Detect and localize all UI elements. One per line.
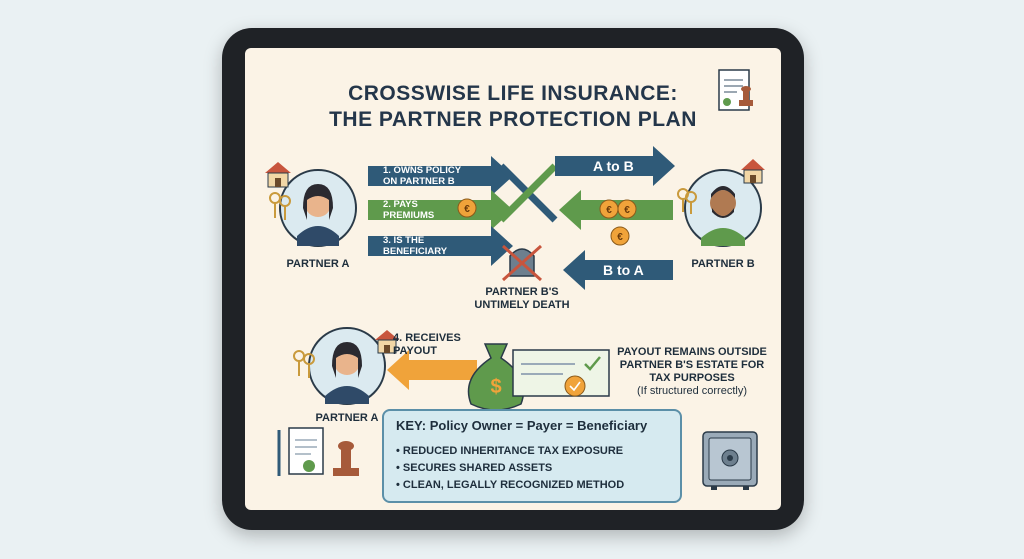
a-to-b-label: A to B bbox=[593, 158, 634, 174]
key-item: • REDUCED INHERITANCE TAX EXPOSURE bbox=[396, 445, 624, 457]
svg-text:$: $ bbox=[490, 376, 501, 398]
tablet-frame: CROSSWISE LIFE INSURANCE: THE PARTNER PR… bbox=[222, 28, 804, 530]
house-icon bbox=[375, 330, 399, 354]
partner-b-label: PARTNER B bbox=[691, 258, 755, 270]
partner-b-avatar bbox=[684, 169, 762, 247]
keys-icon bbox=[293, 350, 315, 378]
key-title: KEY: Policy Owner = Payer = Beneficiary bbox=[396, 418, 648, 433]
key-item: • SECURES SHARED ASSETS bbox=[396, 462, 553, 474]
title-line-1: CROSSWISE LIFE INSURANCE: bbox=[348, 82, 678, 105]
svg-text:€: € bbox=[617, 232, 623, 243]
payout-note: PAYOUT REMAINS OUTSIDE PARTNER B'S ESTAT… bbox=[617, 346, 767, 397]
partner-a-bottom-label: PARTNER A bbox=[315, 412, 379, 424]
house-icon bbox=[741, 159, 765, 184]
key-box: KEY: Policy Owner = Payer = Beneficiary … bbox=[382, 409, 682, 503]
partner-a-label: PARTNER A bbox=[286, 258, 350, 270]
partner-a-bottom-avatar bbox=[308, 327, 386, 405]
document-stamp-icon bbox=[277, 427, 359, 476]
keys-icon bbox=[677, 188, 697, 214]
document-stamp-icon bbox=[718, 69, 753, 111]
cheque-icon bbox=[512, 349, 610, 397]
title-line-2: THE PARTNER PROTECTION PLAN bbox=[329, 108, 697, 131]
svg-text:€: € bbox=[464, 204, 470, 215]
partner-a-avatar bbox=[279, 169, 357, 247]
keys-icon bbox=[269, 192, 291, 220]
house-icon bbox=[265, 162, 291, 188]
safe-icon bbox=[702, 431, 758, 490]
headstone-icon bbox=[501, 244, 543, 282]
diagram-graphics: € € € € bbox=[265, 69, 765, 490]
key-item: • CLEAN, LEGALLY RECOGNIZED METHOD bbox=[396, 479, 625, 491]
svg-text:€: € bbox=[624, 205, 630, 216]
svg-text:€: € bbox=[606, 205, 612, 216]
infographic-screen: CROSSWISE LIFE INSURANCE: THE PARTNER PR… bbox=[245, 48, 781, 510]
b-to-a-label: B to A bbox=[603, 262, 644, 278]
